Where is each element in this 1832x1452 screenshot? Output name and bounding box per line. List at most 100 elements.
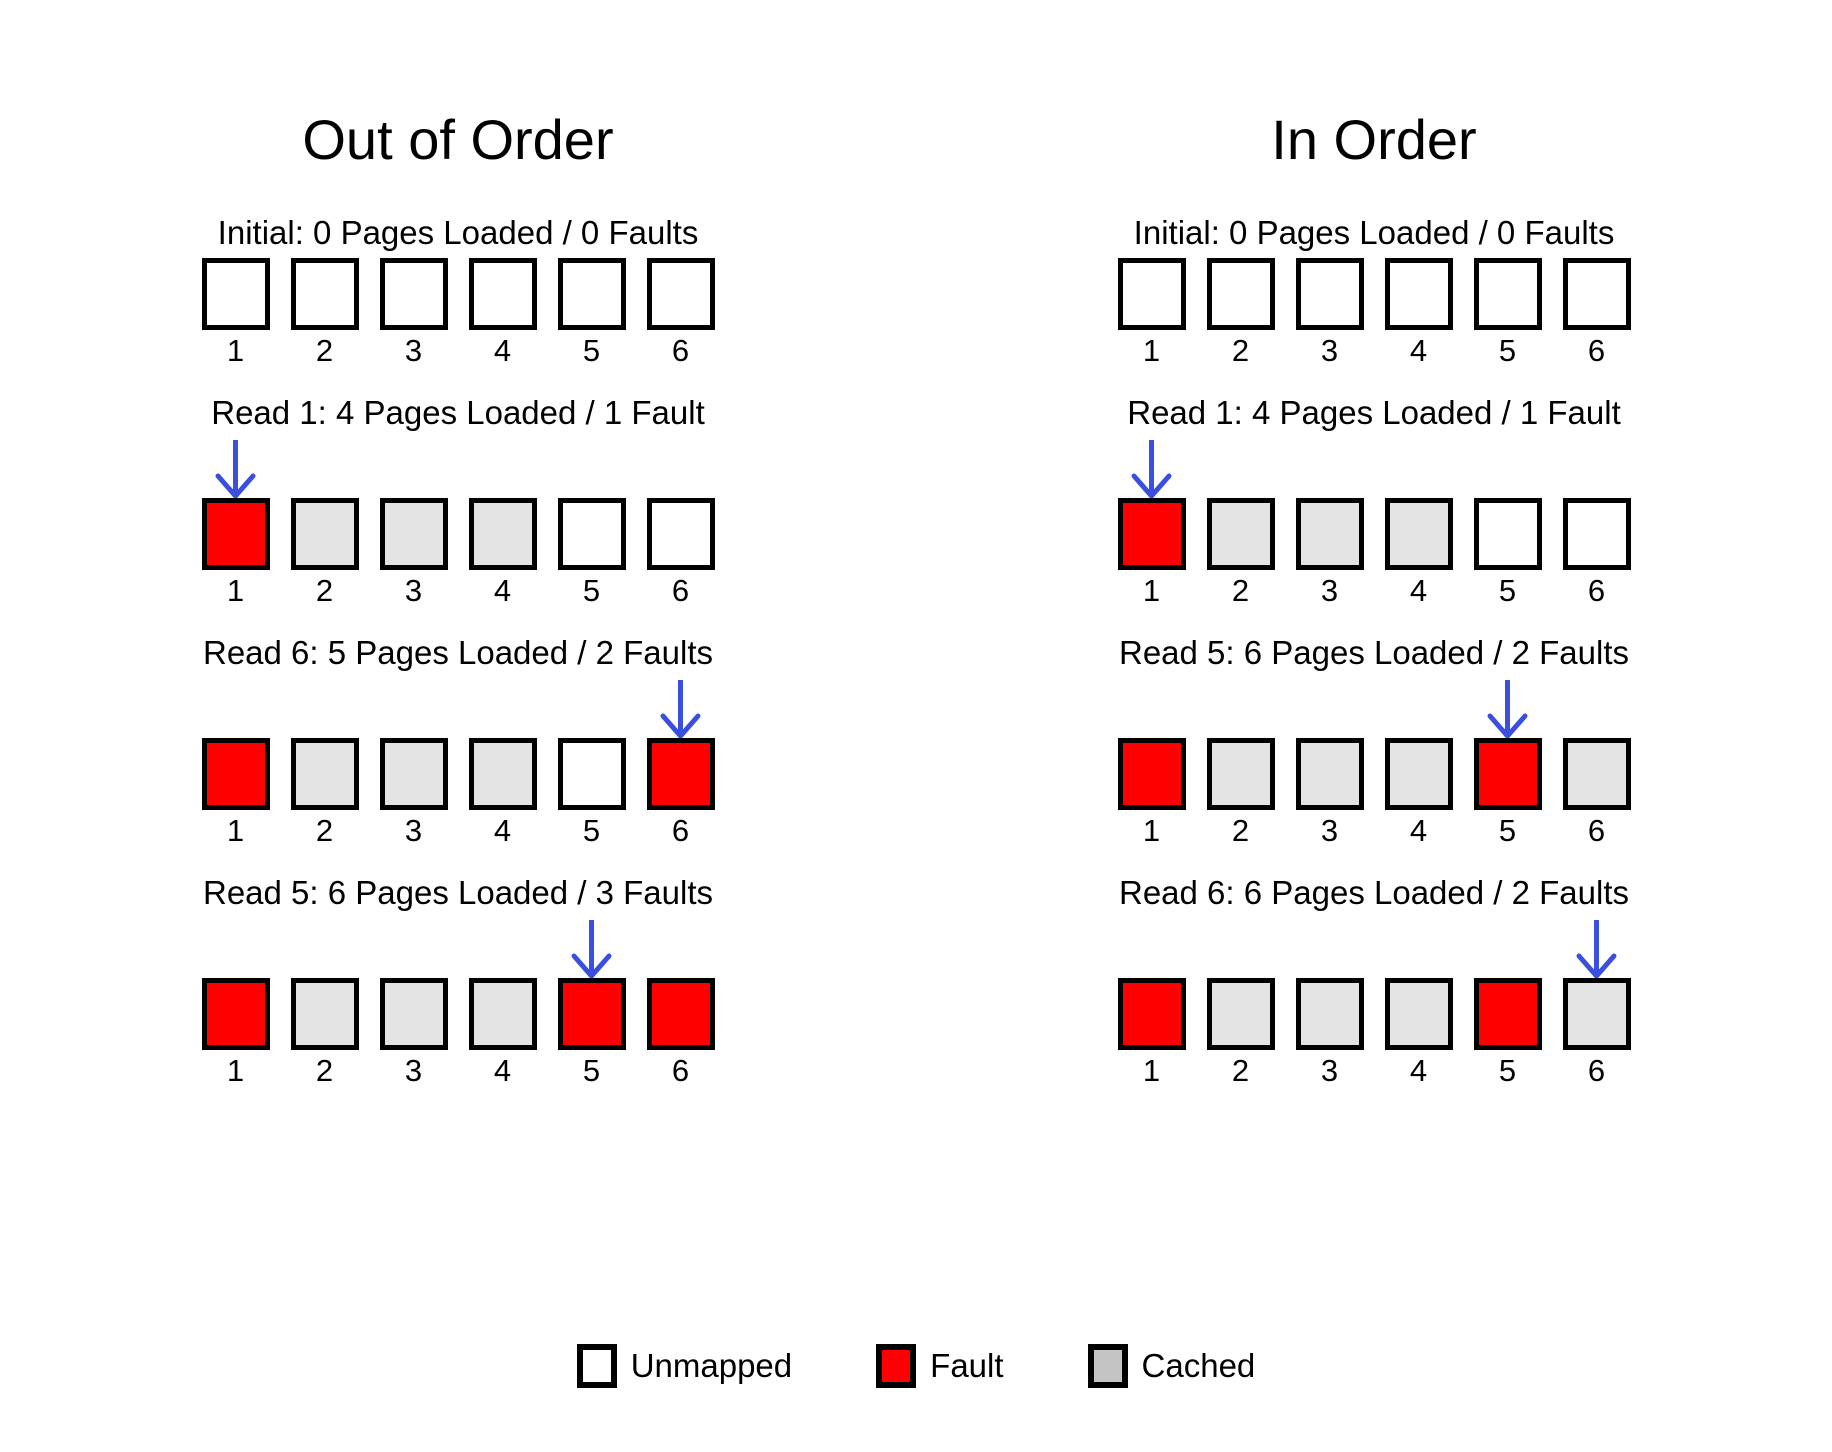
page-cell-cached[interactable]	[290, 978, 359, 1051]
page-cell-cached[interactable]	[1206, 497, 1275, 570]
page-cell-wrapper: 1	[1107, 497, 1196, 608]
step-caption: Initial: 0 Pages Loaded / 0 Faults	[1133, 214, 1615, 251]
page-cell-fault[interactable]	[1117, 978, 1186, 1051]
page-cell-cached[interactable]	[1562, 738, 1631, 810]
page-cell-fault[interactable]	[1473, 738, 1542, 810]
page-cell-fault[interactable]	[646, 978, 715, 1051]
page-cell-cached[interactable]	[1206, 978, 1275, 1051]
page-cell-cached[interactable]	[1295, 738, 1364, 810]
page-cell-cached[interactable]	[290, 738, 359, 810]
page-cell-wrapper: 4	[458, 497, 547, 608]
page-cell-unmapped[interactable]	[557, 738, 626, 810]
page-cell-label: 4	[1409, 332, 1428, 368]
page-cell-unmapped[interactable]	[290, 257, 359, 330]
page-cell-label: 3	[404, 1053, 423, 1089]
page-cell-cached[interactable]	[1295, 978, 1364, 1051]
page-cell-wrapper: 4	[458, 257, 547, 368]
page-cell-wrapper: 6	[636, 257, 725, 368]
page-cell-cached[interactable]	[468, 497, 537, 570]
page-cell-unmapped[interactable]	[1473, 497, 1542, 570]
page-cell-unmapped[interactable]	[1562, 257, 1631, 330]
page-cell-label: 4	[493, 1053, 512, 1089]
arrow-lane	[1107, 918, 1641, 979]
page-cell-cached[interactable]	[290, 497, 359, 570]
page-cell-unmapped[interactable]	[1117, 257, 1186, 330]
page-cell-label: 3	[1320, 572, 1339, 608]
legend-swatch-unmapped	[576, 1344, 617, 1388]
page-cell-fault[interactable]	[201, 978, 270, 1051]
page-cell-unmapped[interactable]	[1384, 257, 1453, 330]
page-cell-fault[interactable]	[1117, 497, 1186, 570]
page-cell-label: 5	[1498, 813, 1517, 848]
page-cell-label: 2	[1231, 1053, 1250, 1089]
page-cell-cached[interactable]	[1384, 497, 1453, 570]
page-cell-unmapped[interactable]	[646, 257, 715, 330]
page-cell-unmapped[interactable]	[468, 257, 537, 330]
page-cell-unmapped[interactable]	[379, 257, 448, 330]
page-cell-label: 5	[582, 1053, 601, 1089]
page-cell-label: 6	[1587, 1053, 1606, 1089]
page-cell-unmapped[interactable]	[1562, 497, 1631, 570]
page-cell-cached[interactable]	[379, 497, 448, 570]
page-cell-unmapped[interactable]	[201, 257, 270, 330]
page-cell-wrapper: 3	[1285, 257, 1374, 368]
page-cell-fault[interactable]	[1117, 738, 1186, 810]
page-cell-unmapped[interactable]	[1295, 257, 1364, 330]
page-cell-cached[interactable]	[1562, 978, 1631, 1051]
page-cell-wrapper: 3	[369, 257, 458, 368]
page-cell-wrapper: 2	[1196, 978, 1285, 1088]
page-cell-cached[interactable]	[1206, 738, 1275, 810]
page-cell-label: 3	[404, 332, 423, 368]
page-cell-unmapped[interactable]	[1473, 257, 1542, 330]
page-cell-cached[interactable]	[468, 978, 537, 1051]
page-cell-cached[interactable]	[1384, 978, 1453, 1051]
page-cell-wrapper: 3	[369, 497, 458, 608]
page-cell-label: 3	[404, 572, 423, 608]
page-cell-cached[interactable]	[468, 738, 537, 810]
page-cell-wrapper: 6	[1552, 738, 1641, 848]
page-cell-label: 5	[582, 813, 601, 848]
page-cell-cached[interactable]	[379, 978, 448, 1051]
page-cell-wrapper: 1	[1107, 978, 1196, 1088]
page-cell-label: 2	[1231, 813, 1250, 848]
page-cell-label: 3	[1320, 813, 1339, 848]
page-cell-cached[interactable]	[379, 738, 448, 810]
page-cell-label: 3	[1320, 1053, 1339, 1089]
page-cell-fault[interactable]	[1473, 978, 1542, 1051]
page-cell-wrapper: 6	[636, 497, 725, 608]
page-cell-label: 1	[1142, 1053, 1161, 1089]
page-cell-unmapped[interactable]	[557, 257, 626, 330]
page-cell-unmapped[interactable]	[646, 497, 715, 570]
page-cell-fault[interactable]	[557, 978, 626, 1051]
page-cell-label: 4	[1409, 1053, 1428, 1089]
page-cell-wrapper: 4	[1374, 257, 1463, 368]
page-cell-label: 5	[1498, 1053, 1517, 1089]
page-cell-cached[interactable]	[1384, 738, 1453, 810]
step-caption: Read 6: 5 Pages Loaded / 2 Faults	[202, 634, 714, 672]
page-cell-wrapper: 5	[1463, 497, 1552, 608]
page-cell-fault[interactable]	[201, 738, 270, 810]
page-cell-label: 2	[315, 813, 334, 848]
page-cell-wrapper: 2	[280, 257, 369, 368]
page-cell-fault[interactable]	[201, 497, 270, 570]
legend-item-cached: Cached	[1087, 1344, 1255, 1388]
step-caption: Initial: 0 Pages Loaded / 0 Faults	[217, 214, 699, 251]
page-cell-unmapped[interactable]	[557, 497, 626, 570]
page-cell-label: 5	[1498, 332, 1517, 368]
page-cell-wrapper: 3	[1285, 738, 1374, 848]
page-cell-cached[interactable]	[1295, 497, 1364, 570]
step-caption: Read 1: 4 Pages Loaded / 1 Fault	[1127, 394, 1621, 432]
page-cell-wrapper: 4	[458, 738, 547, 848]
page-cell-wrapper: 3	[1285, 978, 1374, 1088]
page-cell-label: 2	[1231, 572, 1250, 608]
page-cell-fault[interactable]	[646, 738, 715, 810]
page-cell-unmapped[interactable]	[1206, 257, 1275, 330]
arrow-lane	[1107, 678, 1641, 738]
